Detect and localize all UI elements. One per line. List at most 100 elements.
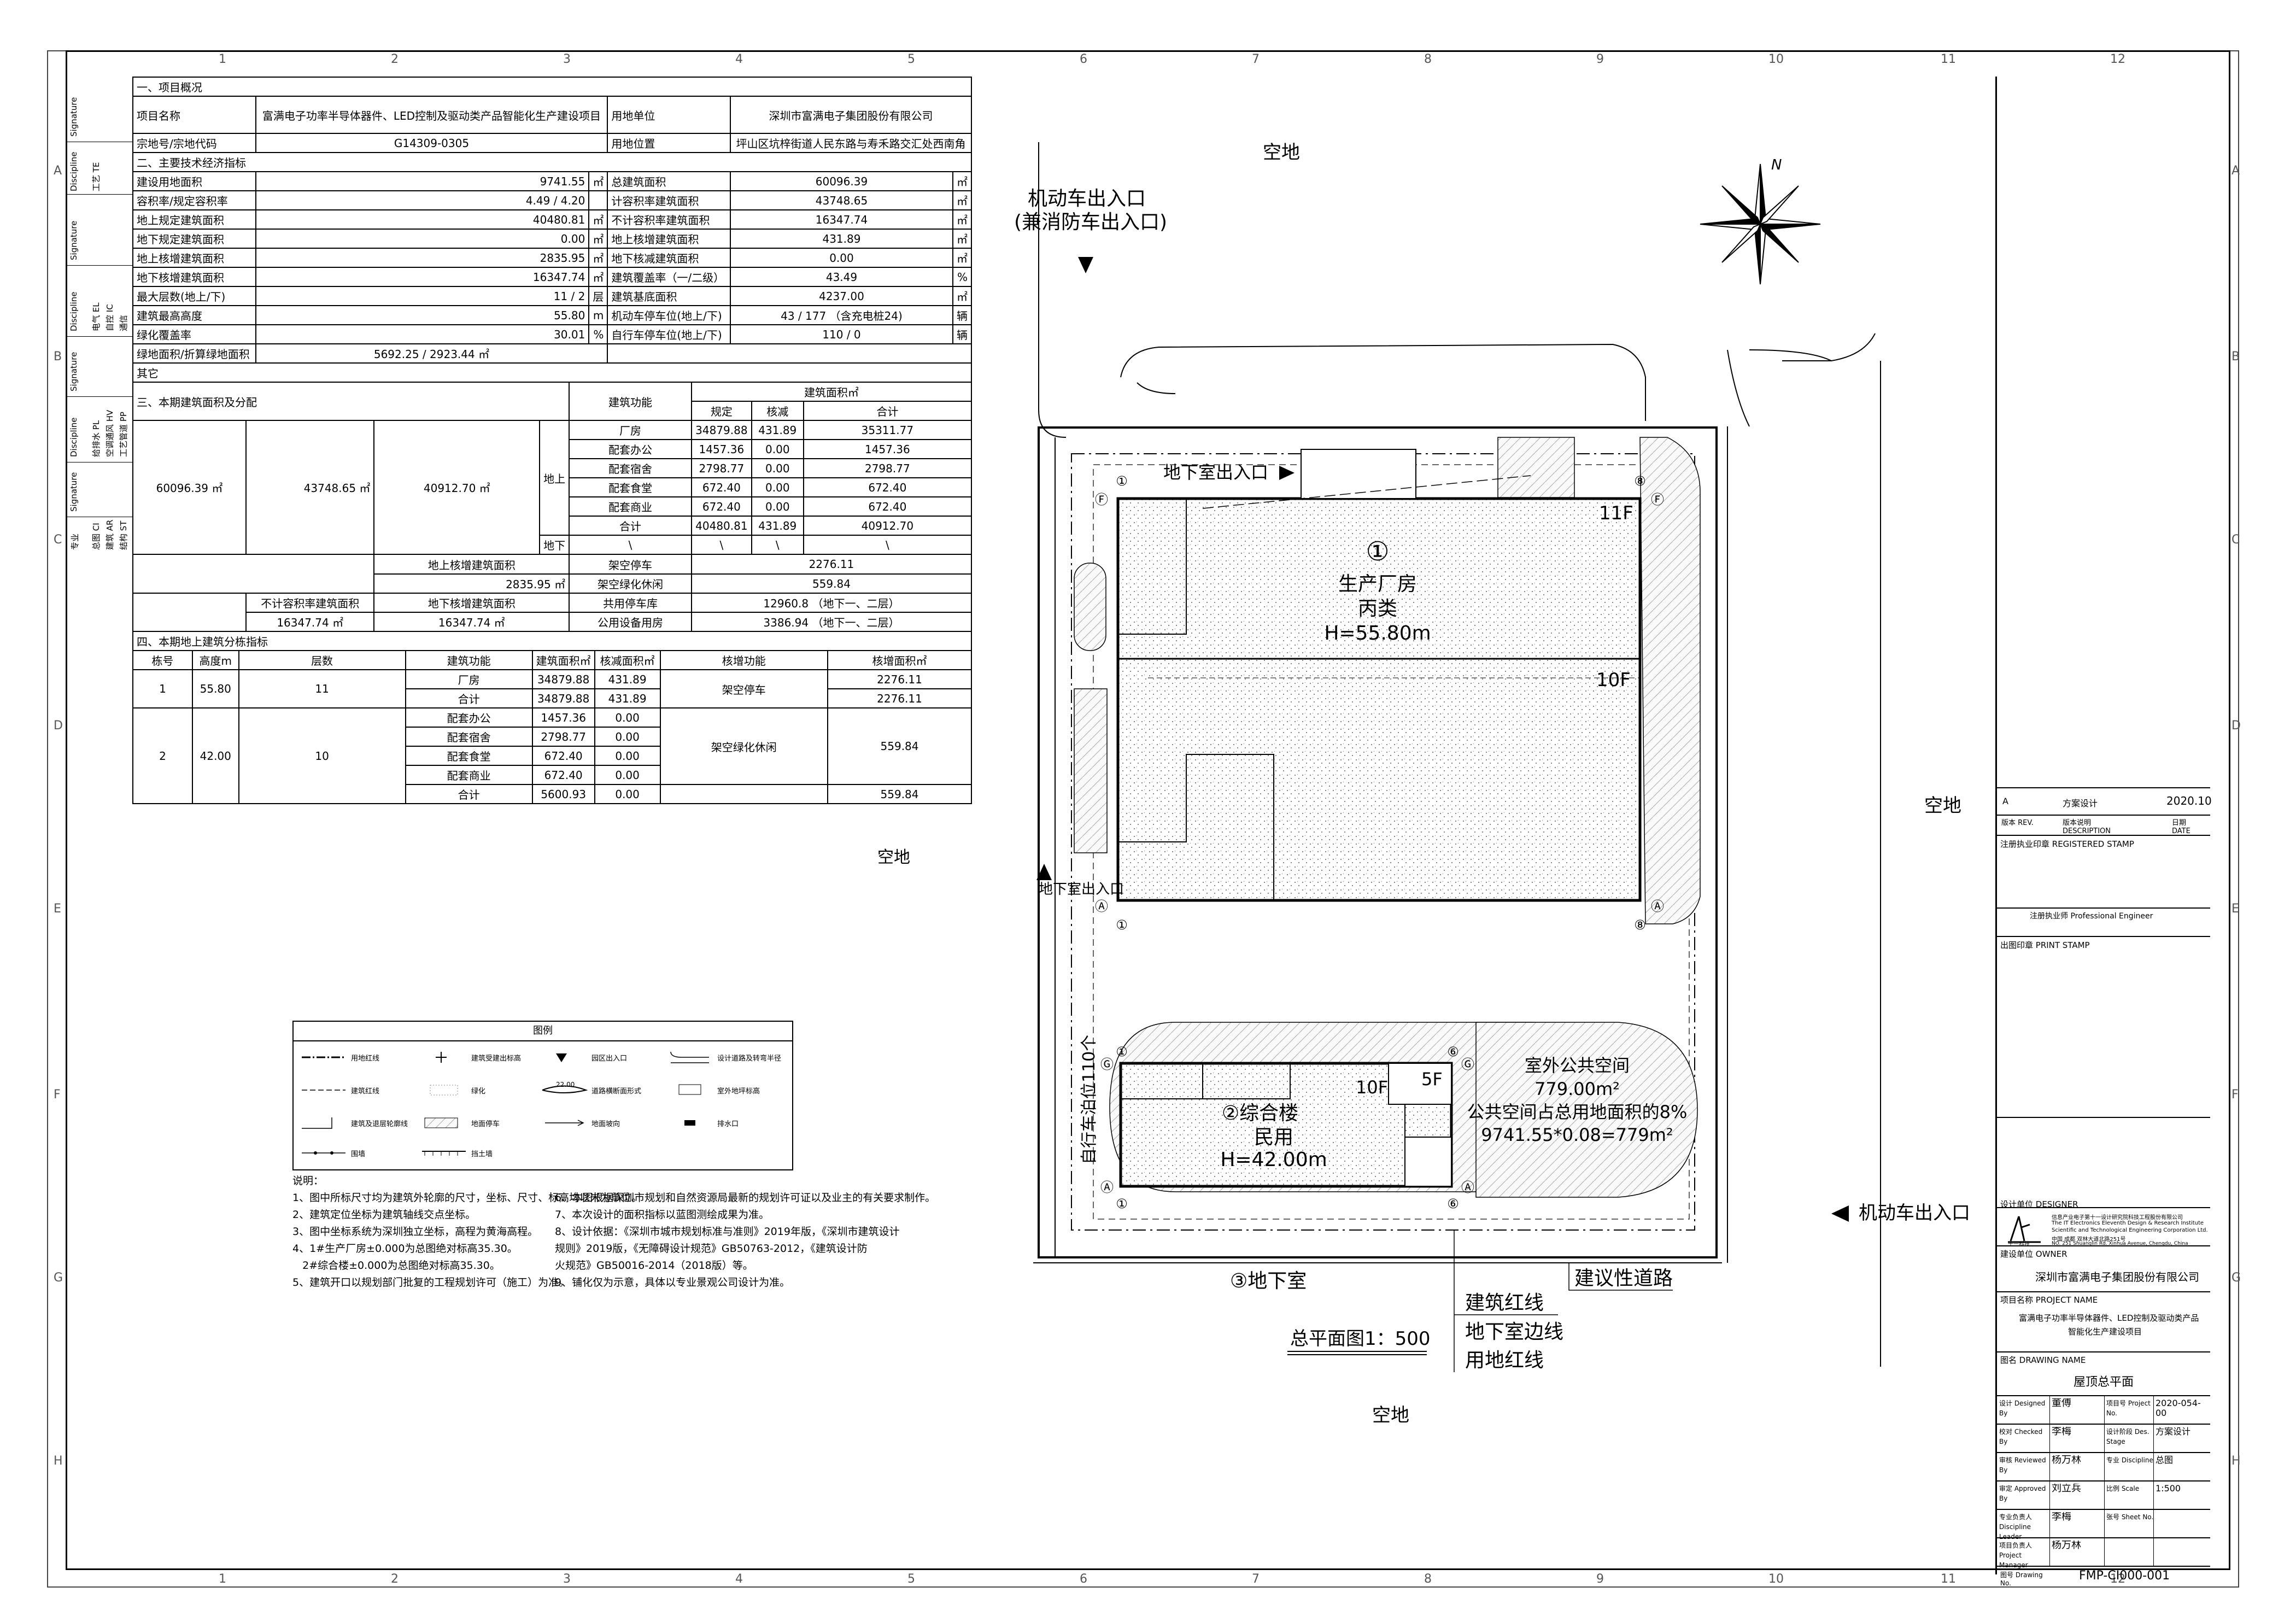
grid-row-label: E <box>2231 902 2239 916</box>
signoff-divider <box>2104 1424 2105 1452</box>
unit: ㎡ <box>588 267 608 287</box>
legend-title: 图例 <box>294 1022 792 1041</box>
project-name-1: 富满电子功率半导体器件、LED控制及驱动类产品 <box>2019 1313 2199 1323</box>
empty-cell <box>607 343 972 364</box>
value: 2835.95 <box>255 248 590 268</box>
value: 2835.95 ㎡ <box>373 573 570 594</box>
value: 672.40 <box>803 496 973 517</box>
value: 672.40 <box>690 477 752 497</box>
signoff-divider <box>2049 1452 2050 1480</box>
signoff-divider <box>2104 1395 2105 1424</box>
col-head: 核减面积㎡ <box>594 650 661 670</box>
grid-col-label: 8 <box>1424 1572 1432 1586</box>
signoff-cell: 设计阶段 Des. Stage <box>2106 1428 2149 1445</box>
unit <box>588 190 608 210</box>
value: 431.89 <box>594 669 661 689</box>
svg-text:Ⓐ: Ⓐ <box>1651 899 1664 914</box>
legend-level-value: 22.00 <box>556 1081 575 1088</box>
signoff-divider <box>2153 1452 2154 1480</box>
legend-item: 道路横断面形式 <box>540 1082 660 1104</box>
value: 34879.88 <box>531 669 595 689</box>
signoff-cell: 杨万林 <box>2052 1455 2081 1465</box>
building-2-10f: 10F <box>1356 1077 1388 1098</box>
signoff-divider <box>2049 1480 2050 1509</box>
section-title: 二、主要技术经济指标 <box>132 152 972 172</box>
legend-item: 建筑受建出标高 <box>419 1049 540 1071</box>
notes-left: 1、图中所标尺寸均为建筑外轮廓的尺寸，坐标、尺寸、标高均以米为单位。2、建筑定位… <box>292 1190 642 1291</box>
grid-col-label: 6 <box>1080 52 1087 66</box>
legend-wall-icon <box>302 1151 345 1155</box>
sheet-inner-border <box>66 50 2230 1570</box>
grid-col-label: 3 <box>563 1572 571 1586</box>
entry-arrow-basement <box>1279 466 1295 480</box>
note-line: 9、铺化仅为示意，具体以专业景观公司设计为准。 <box>555 1276 790 1289</box>
value: 672.40 <box>531 746 595 766</box>
value: 431.89 <box>751 420 804 440</box>
signoff-cell: 项目号 Project No. <box>2106 1400 2151 1417</box>
label: 地下规定建筑面积 <box>132 229 256 249</box>
svg-text:⑥: ⑥ <box>1447 1196 1459 1211</box>
fire-entry: (兼消防车出入口) <box>1014 211 1167 233</box>
value: 431.89 <box>594 688 661 708</box>
value: 559.84 <box>827 784 972 804</box>
basement-label: ③地下室 <box>1230 1270 1307 1292</box>
svg-text:Ⓕ: Ⓕ <box>1651 492 1664 507</box>
legend-dot-icon <box>430 1085 458 1096</box>
function: 配套宿舍 <box>569 458 692 478</box>
grid-col-label: 5 <box>907 1572 915 1586</box>
legend-road-icon <box>542 1085 588 1093</box>
value: \ <box>803 535 973 555</box>
label: 架空绿化休闲 <box>569 573 692 594</box>
label: 地下核增建筑面积 <box>132 267 256 287</box>
value: 16347.74 ㎡ <box>245 612 375 632</box>
red-line-label: 建筑红线 <box>1465 1292 1544 1314</box>
col-head: 建筑面积㎡ <box>531 650 595 670</box>
label: 最大层数(地上/下) <box>132 286 256 306</box>
value: 43748.65 <box>729 190 954 210</box>
col-head: 合计 <box>803 401 973 421</box>
signoff-cell: 张号 Sheet No. <box>2106 1513 2154 1521</box>
value: 40480.81 <box>255 209 590 230</box>
grid-row-label: G <box>2231 1271 2241 1285</box>
note-line: 2、建筑定位坐标为建筑轴线交点坐标。 <box>292 1209 476 1221</box>
designer-logo-text: 十一科技 <box>2008 1242 2030 1248</box>
unit: % <box>952 267 972 287</box>
grid-row-label: C <box>54 533 62 547</box>
entry-arrow-basement-left <box>1036 864 1052 880</box>
value: 2798.77 <box>803 458 973 478</box>
col-head: 层数 <box>238 650 406 670</box>
grid-col-label: 6 <box>1080 1572 1087 1586</box>
function: 配套食堂 <box>405 746 533 766</box>
label: 公用设备用房 <box>569 612 692 632</box>
label: 建筑最高高度 <box>132 305 256 325</box>
note-line: 6、本图根据深圳市规划和自然资源局最新的规划许可证以及业主的有关要求制作。 <box>555 1192 936 1204</box>
value: 2798.77 <box>690 458 752 478</box>
label: 计容积率建筑面积 <box>607 190 731 210</box>
building-2-height: H=42.00m <box>1220 1149 1327 1171</box>
signoff-cell: 李梅 <box>2052 1512 2071 1522</box>
label: 建筑覆盖率（一/二级） <box>607 267 731 287</box>
building-floors: 11 <box>238 669 406 708</box>
value: 1457.36 <box>531 707 595 728</box>
value: 0.00 <box>255 229 590 249</box>
value: 0.00 <box>594 765 661 785</box>
legend-hatch-icon <box>424 1117 458 1128</box>
col-head: 建筑功能 <box>405 650 533 670</box>
signoff-divider <box>2049 1395 2050 1424</box>
building-red-line <box>1071 453 1695 1231</box>
owner-unit: 深圳市富满电子集团股份有限公司 <box>729 96 973 134</box>
legend-label: 用地红线 <box>351 1055 380 1063</box>
section-title: 三、本期建筑面积及分配 <box>132 382 570 421</box>
strip-signature-3: Signature <box>66 337 132 397</box>
grid-row-label: B <box>2231 350 2240 364</box>
legend-drain-icon <box>684 1120 695 1126</box>
legend-label: 排水口 <box>717 1120 739 1128</box>
